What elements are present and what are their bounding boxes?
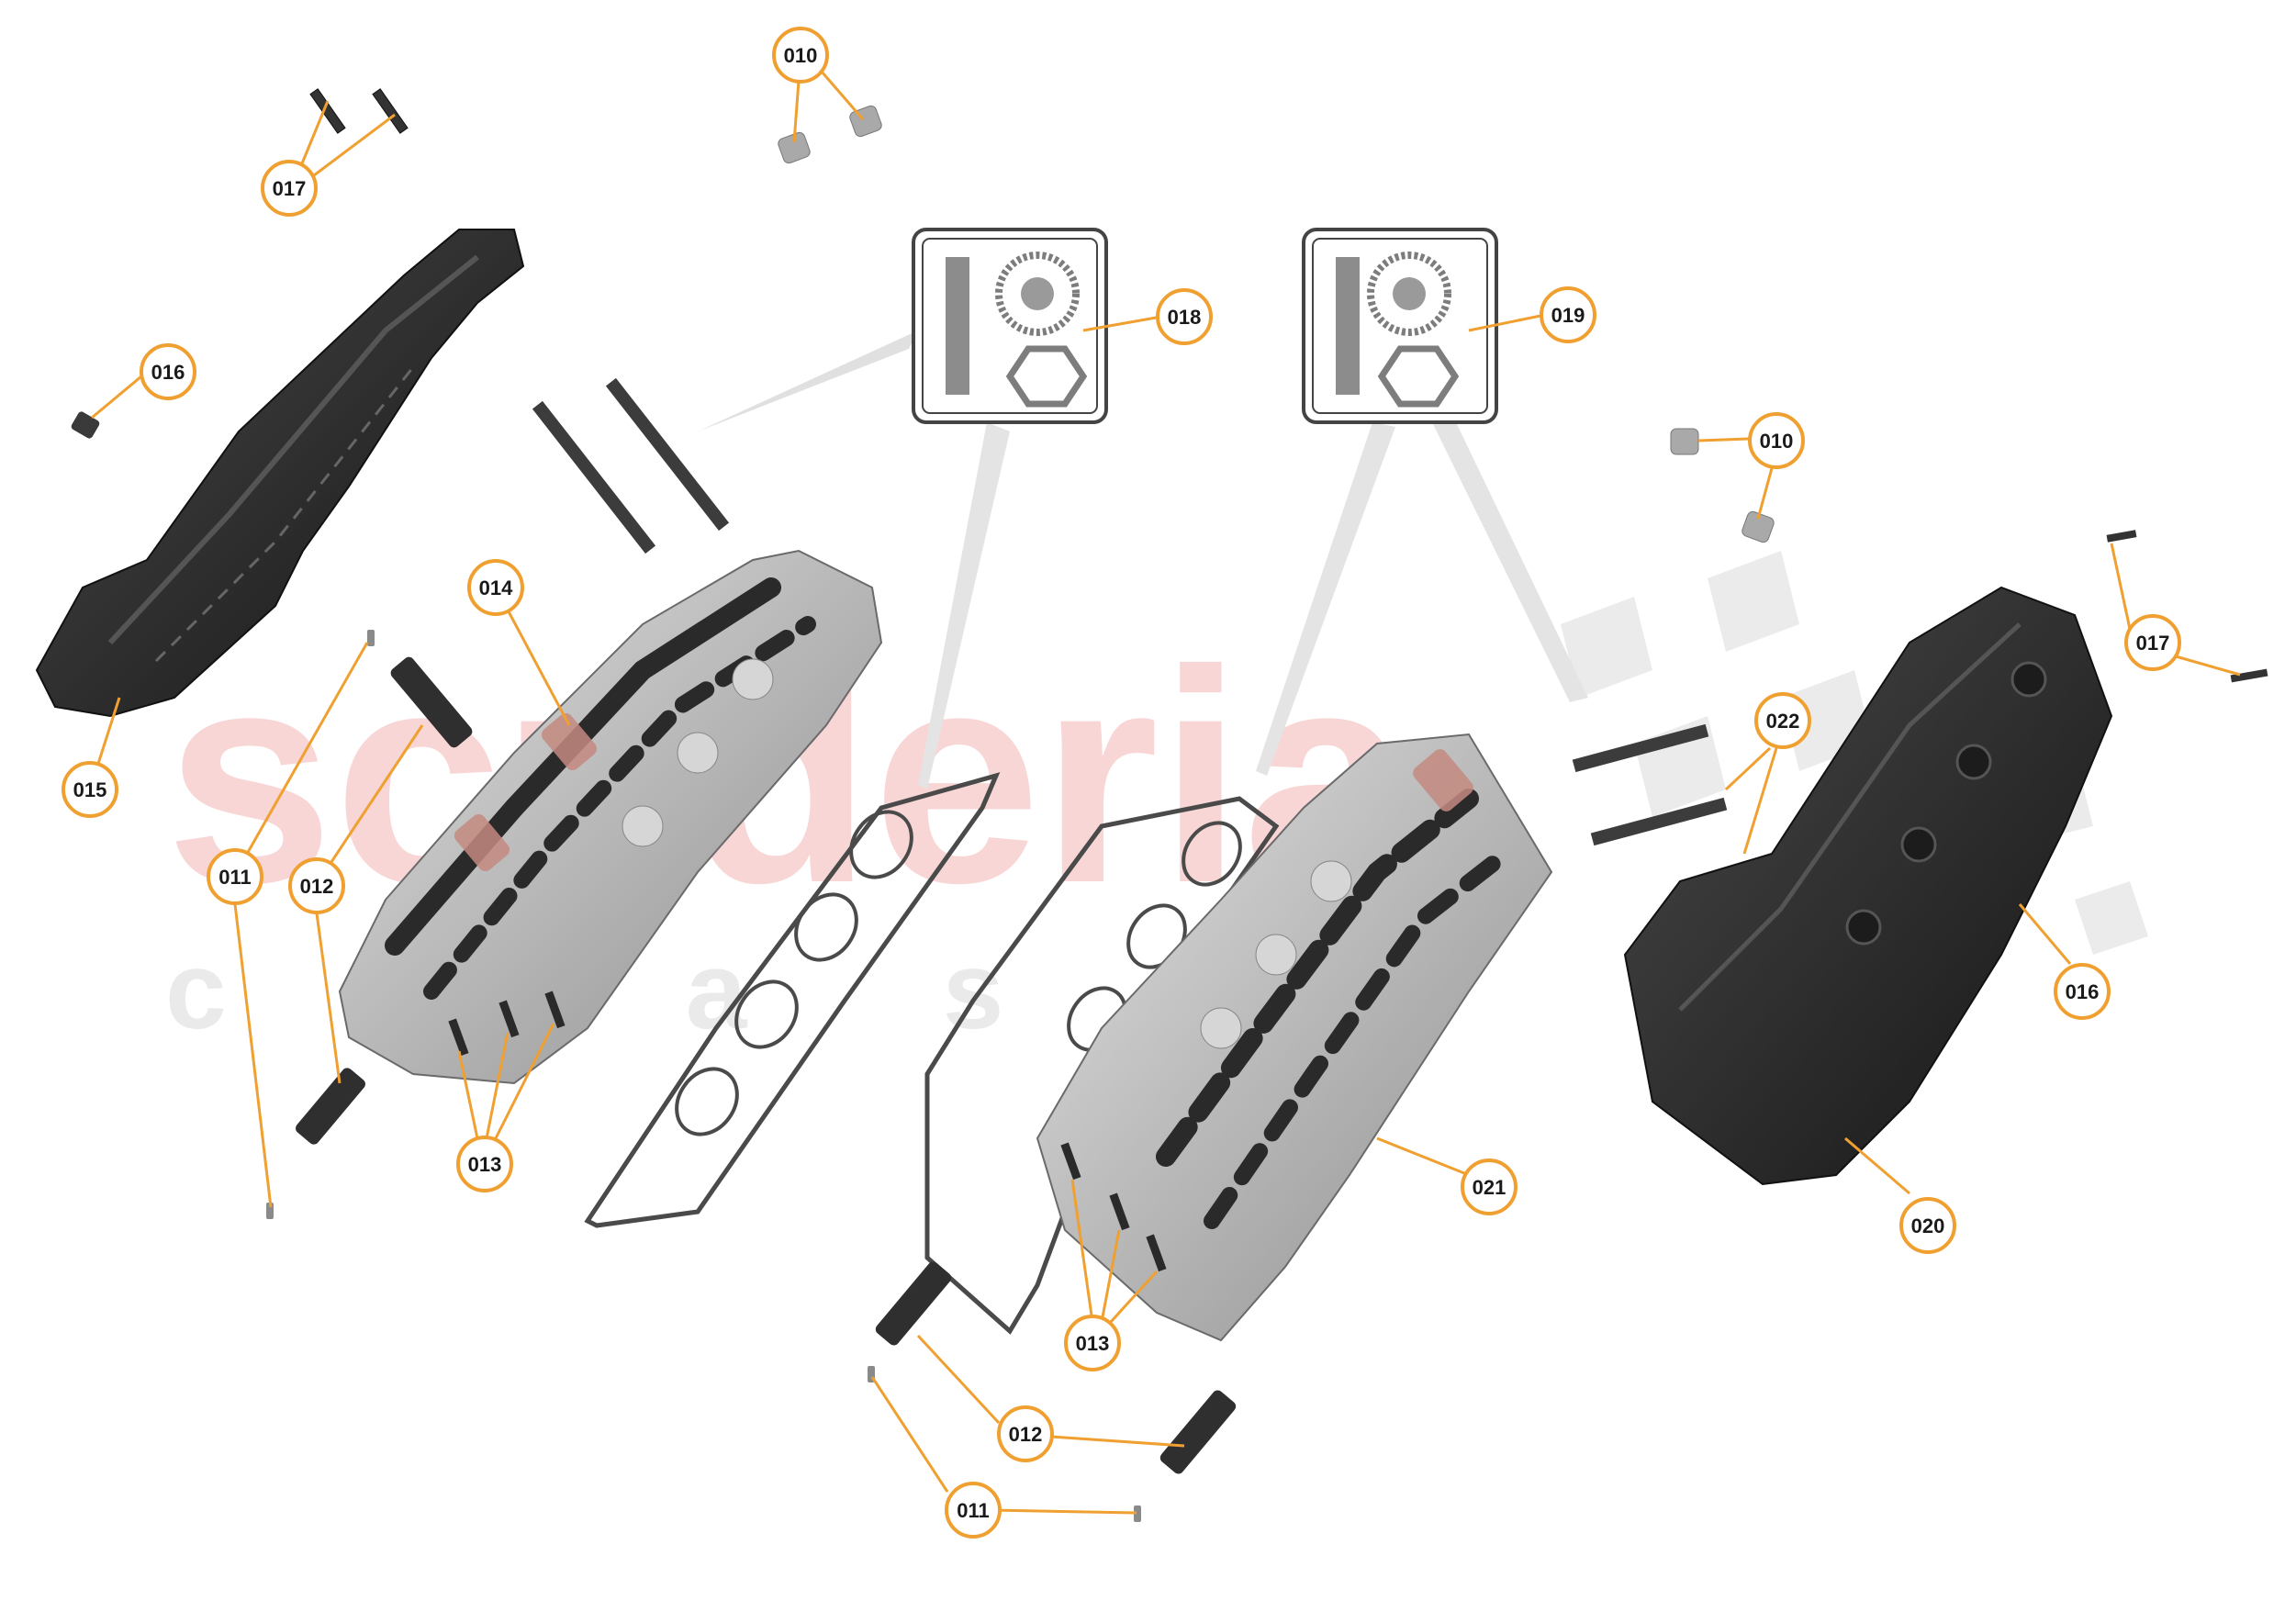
callout-016[interactable]: 016 <box>140 343 196 400</box>
callout-011[interactable]: 011 <box>945 1482 1002 1539</box>
callout-ring <box>1064 1315 1121 1371</box>
callout-label: 013 <box>1076 1332 1110 1355</box>
cylinder-head-left <box>338 549 883 1085</box>
callout-ring <box>2054 963 2111 1020</box>
callout-label: 011 <box>957 1499 990 1522</box>
callout-label: 020 <box>1911 1214 1945 1237</box>
valve-cover-left <box>35 229 525 718</box>
callout-012[interactable]: 012 <box>288 857 345 914</box>
callout-ring <box>1540 286 1596 343</box>
callout-ring <box>2124 614 2181 671</box>
valve-cover-right <box>1623 586 2113 1186</box>
callout-label: 011 <box>218 866 252 889</box>
callout-ring <box>1899 1197 1956 1254</box>
callout-ring <box>288 857 345 914</box>
callout-013[interactable]: 013 <box>456 1136 513 1192</box>
callout-label: 015 <box>73 778 107 801</box>
callout-label: 016 <box>2066 980 2100 1003</box>
callout-016[interactable]: 016 <box>2054 963 2111 1020</box>
bolt-017-right <box>2106 530 2268 683</box>
nut-010-top <box>778 105 882 164</box>
callout-017[interactable]: 017 <box>2124 614 2181 671</box>
callout-ring <box>62 761 118 818</box>
callout-ring <box>1156 288 1213 345</box>
callout-ring <box>945 1482 1002 1539</box>
solenoid-012-right <box>875 1261 1237 1474</box>
callout-ring <box>772 27 829 84</box>
head-bolts-left <box>532 377 730 554</box>
callout-label: 010 <box>784 44 818 67</box>
callout-ring <box>140 343 196 400</box>
callout-label: 013 <box>468 1153 502 1176</box>
callout-label: 019 <box>1551 304 1585 327</box>
callout-label: 017 <box>273 177 307 200</box>
callout-017[interactable]: 017 <box>261 160 318 217</box>
callout-ring <box>467 559 524 616</box>
callout-018[interactable]: 018 <box>1156 288 1213 345</box>
callout-ring <box>997 1405 1054 1462</box>
parts-kit-icon-018 <box>912 228 1108 424</box>
callout-ring <box>207 848 263 905</box>
leader-lines <box>88 71 2241 1515</box>
solenoid-012-left <box>296 656 473 1145</box>
callout-ring <box>261 160 318 217</box>
callout-019[interactable]: 019 <box>1540 286 1596 343</box>
callout-label: 017 <box>2136 632 2170 655</box>
callouts: 010 017 016 015 014 011 012 013 018 019 010 017 022 0… <box>62 27 2181 1539</box>
callout-013[interactable]: 013 <box>1064 1315 1121 1371</box>
callout-014[interactable]: 014 <box>467 559 524 616</box>
studs-013-left <box>448 991 566 1057</box>
callout-012[interactable]: 012 <box>997 1405 1054 1462</box>
nut-010-right <box>1670 428 1775 543</box>
callout-ring <box>1748 412 1805 469</box>
callout-010[interactable]: 010 <box>1748 412 1805 469</box>
studs-013-right <box>1060 1142 1167 1272</box>
callout-label: 018 <box>1168 306 1202 329</box>
callout-010[interactable]: 010 <box>772 27 829 84</box>
cylinder-head-right <box>1036 733 1553 1342</box>
head-bolts-right <box>1572 723 1728 846</box>
callout-label: 012 <box>1009 1423 1043 1446</box>
callout-015[interactable]: 015 <box>62 761 118 818</box>
callout-ring <box>1461 1158 1518 1215</box>
callout-label: 016 <box>151 361 185 384</box>
callout-020[interactable]: 020 <box>1899 1197 1956 1254</box>
callout-label: 012 <box>300 875 334 898</box>
parts-kit-icon-019 <box>1302 228 1498 424</box>
bolt-017-left <box>309 88 409 134</box>
callout-label: 021 <box>1473 1176 1506 1199</box>
kit-projection-beams <box>698 330 1588 789</box>
callout-ring <box>456 1136 513 1192</box>
callout-ring <box>1754 692 1811 749</box>
callout-022[interactable]: 022 <box>1754 692 1811 749</box>
callout-011[interactable]: 011 <box>207 848 263 905</box>
callout-label: 022 <box>1766 710 1800 733</box>
callout-label: 014 <box>479 576 513 599</box>
callout-label: 010 <box>1760 430 1794 453</box>
head-gasket-left <box>584 772 1001 1228</box>
callout-021[interactable]: 021 <box>1461 1158 1518 1215</box>
